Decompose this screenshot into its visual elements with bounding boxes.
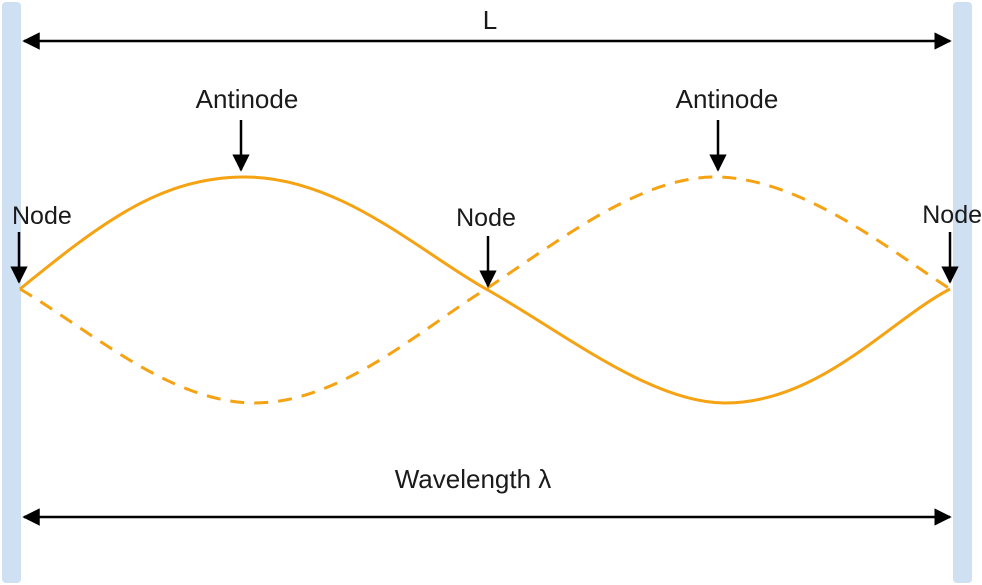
wave-solid (19, 175, 951, 405)
antinode-left-label: Antinode (196, 84, 299, 114)
length-label: L (483, 5, 497, 35)
node-right-label: Node (922, 201, 982, 229)
wavelength-label: Wavelength λ (395, 464, 552, 494)
right-wall (953, 2, 972, 583)
antinode-right-label: Antinode (676, 84, 779, 114)
wave-dashed (19, 175, 951, 405)
left-wall (2, 2, 21, 583)
node-middle-label: Node (456, 204, 516, 232)
node-left-label: Node (12, 202, 72, 230)
